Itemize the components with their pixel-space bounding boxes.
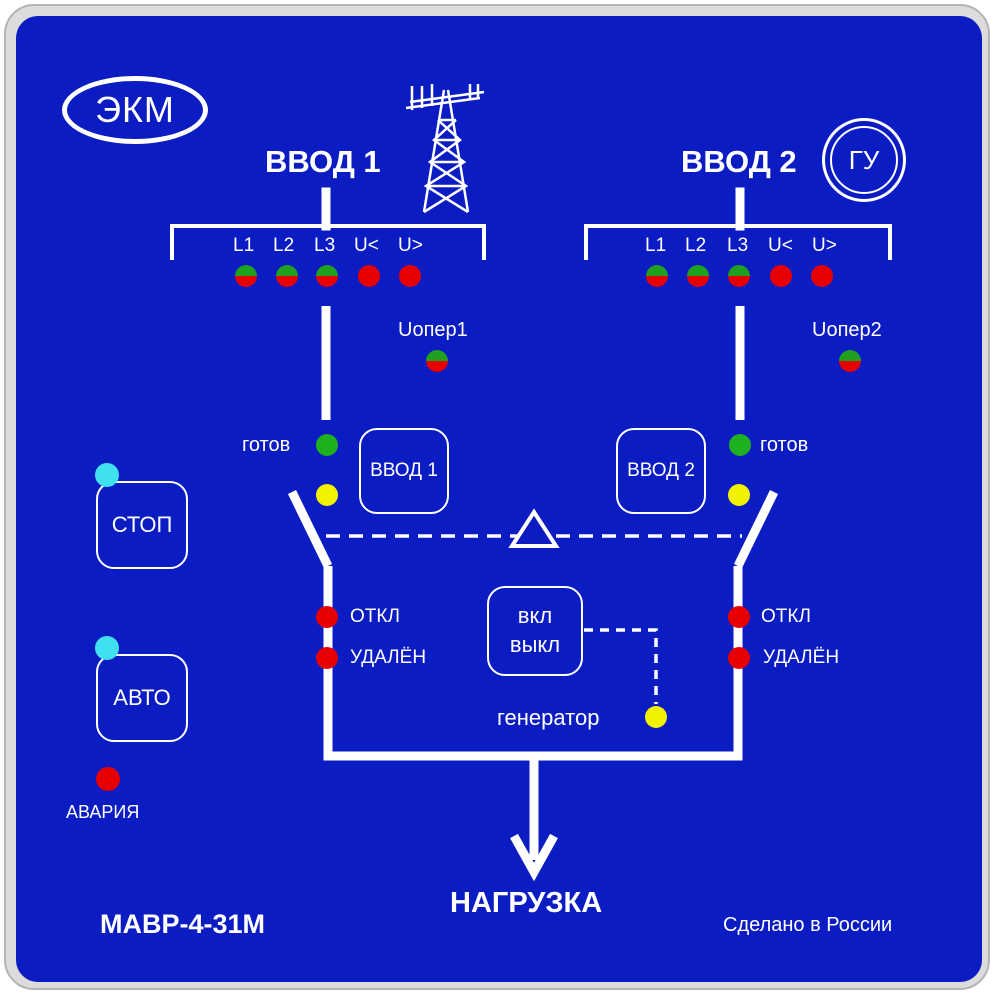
led-switch1-state bbox=[316, 484, 338, 506]
input2-button[interactable]: ВВОД 2 bbox=[616, 428, 706, 514]
phase-label: L1 bbox=[233, 235, 255, 256]
input1-button-label: ВВОД 1 bbox=[370, 460, 438, 481]
led-remote2 bbox=[728, 647, 750, 669]
led-input2-l3 bbox=[728, 265, 750, 287]
led-input2-uv bbox=[770, 265, 792, 287]
input2-button-label: ВВОД 2 bbox=[627, 460, 695, 481]
phase-label: L2 bbox=[273, 235, 295, 256]
phase-label: U> bbox=[812, 235, 837, 256]
input2-title: ВВОД 2 bbox=[681, 144, 797, 179]
logo-text: ЭКМ bbox=[95, 89, 175, 130]
led-ready2 bbox=[729, 434, 751, 456]
load-label: НАГРУЗКА bbox=[450, 887, 603, 919]
led-input2-l2 bbox=[687, 265, 709, 287]
stop-button-label: СТОП bbox=[111, 512, 173, 537]
led-ready1 bbox=[316, 434, 338, 456]
ready2-label: готов bbox=[760, 434, 809, 456]
remote2-label: УДАЛЁН bbox=[763, 647, 840, 668]
front-panel bbox=[16, 16, 982, 982]
generator-unit-badge: ГУ bbox=[830, 126, 898, 194]
generator-label: генератор bbox=[497, 705, 600, 730]
ready1-label: готов bbox=[242, 434, 291, 456]
led-alarm bbox=[96, 767, 120, 791]
power-tower-icon bbox=[405, 84, 485, 214]
input1-title: ВВОД 1 bbox=[265, 144, 381, 179]
off2-label: ОТКЛ bbox=[761, 606, 811, 627]
uoper2-label: Uопер2 bbox=[812, 319, 882, 341]
input1-button[interactable]: ВВОД 1 bbox=[359, 428, 449, 514]
generator-unit-badge-outer bbox=[822, 118, 906, 202]
off1-label: ОТКЛ bbox=[350, 606, 400, 627]
stop-button[interactable]: СТОП bbox=[96, 481, 188, 569]
led-off2 bbox=[728, 606, 750, 628]
led-auto bbox=[95, 636, 119, 660]
led-input1-uv bbox=[358, 265, 380, 287]
generator-on-label: вкл bbox=[517, 603, 553, 629]
led-uoper2 bbox=[839, 350, 861, 372]
led-input2-l1 bbox=[646, 265, 668, 287]
generator-off-label: выкл bbox=[509, 632, 561, 657]
led-input2-ov bbox=[811, 265, 833, 287]
generator-link-line bbox=[584, 628, 658, 704]
model-name: МАВР-4-31М bbox=[100, 909, 266, 939]
auto-button-label: АВТО bbox=[113, 685, 171, 710]
auto-button[interactable]: АВТО bbox=[96, 654, 188, 742]
led-stop bbox=[95, 463, 119, 487]
ekm-logo: ЭКМ bbox=[62, 76, 208, 144]
phase-label: L2 bbox=[685, 235, 707, 256]
phase-label: L3 bbox=[314, 235, 336, 256]
led-uoper1 bbox=[426, 350, 448, 372]
led-off1 bbox=[316, 606, 338, 628]
phase-label: L1 bbox=[645, 235, 667, 256]
led-remote1 bbox=[316, 647, 338, 669]
remote1-label: УДАЛЁН bbox=[350, 647, 427, 668]
phase-label: U< bbox=[354, 235, 379, 256]
led-input1-l2 bbox=[276, 265, 298, 287]
generator-on-off-button[interactable]: вкл выкл bbox=[487, 586, 583, 676]
led-generator bbox=[645, 706, 667, 728]
phase-label: L3 bbox=[727, 235, 749, 256]
badge-text: ГУ bbox=[848, 144, 880, 175]
interlock-triangle-icon bbox=[508, 508, 560, 548]
led-switch2-state bbox=[728, 484, 750, 506]
uoper1-label: Uопер1 bbox=[398, 319, 468, 341]
phase-label: U> bbox=[398, 235, 423, 256]
phase-label: U< bbox=[768, 235, 793, 256]
led-input1-ov bbox=[399, 265, 421, 287]
alarm-label: АВАРИЯ bbox=[66, 802, 140, 822]
led-input1-l1 bbox=[235, 265, 257, 287]
led-input1-l3 bbox=[316, 265, 338, 287]
made-in-label: Сделано в России bbox=[723, 914, 893, 936]
